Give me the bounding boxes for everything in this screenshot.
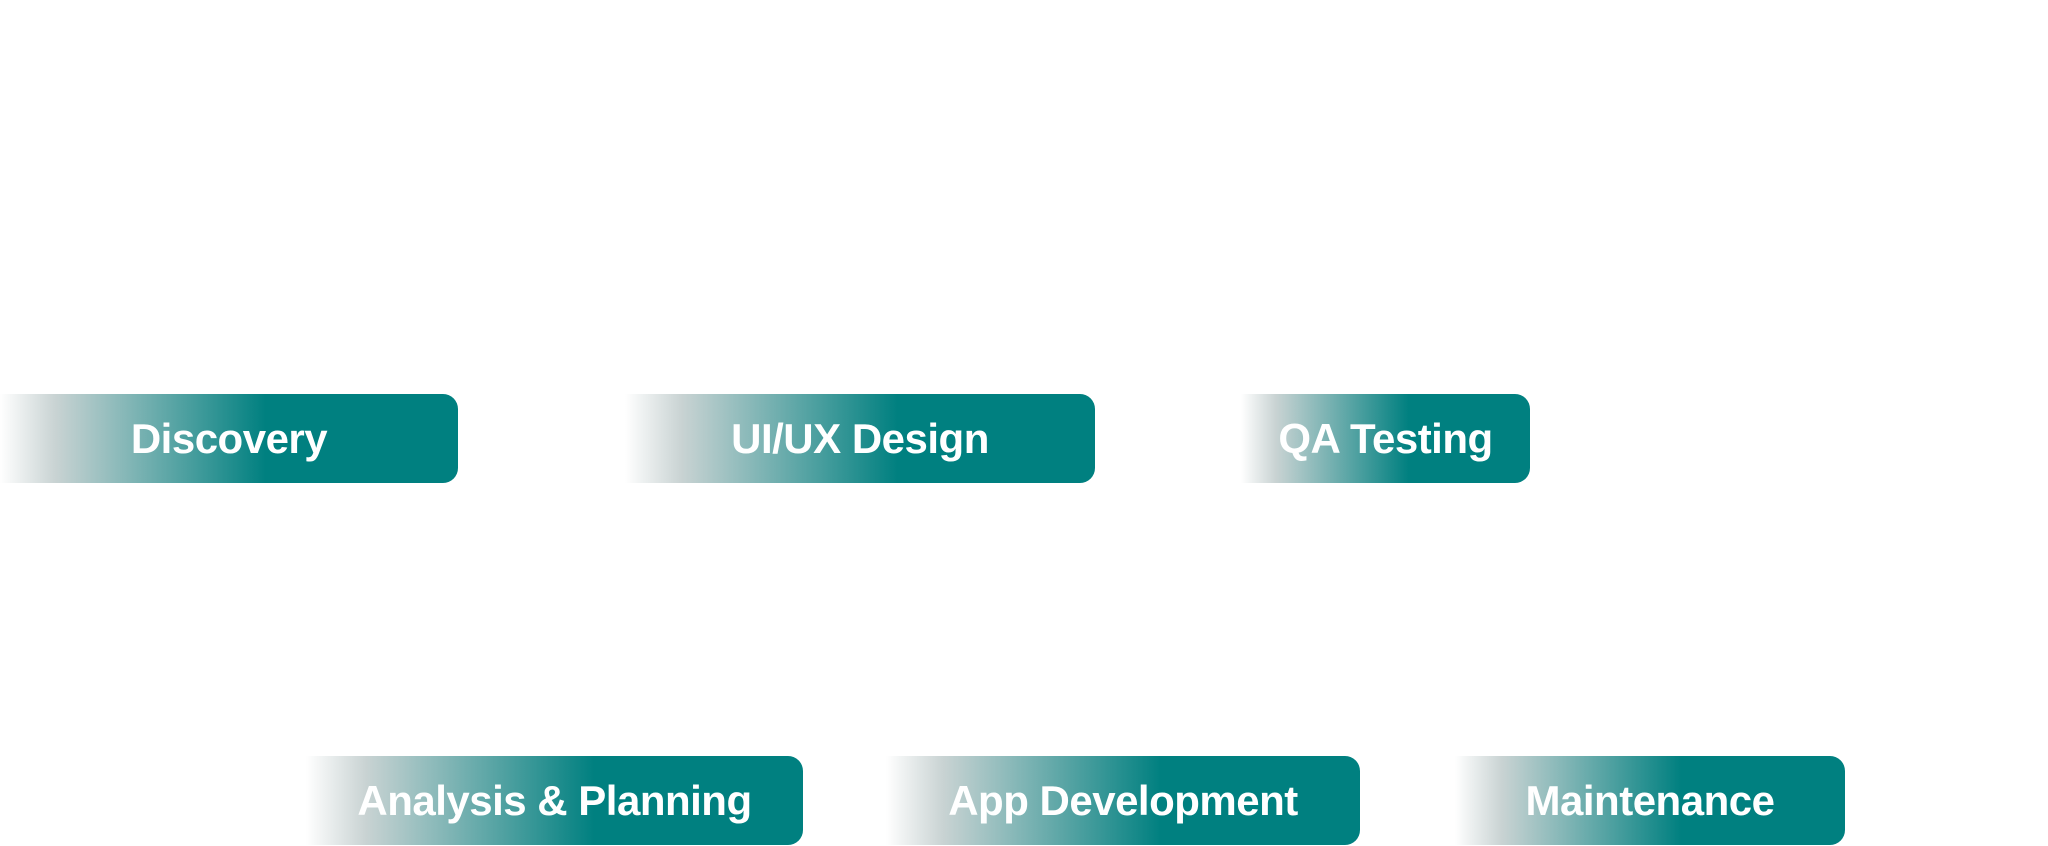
step-qa-testing: QA Testing <box>1241 394 1530 483</box>
step-maintenance: Maintenance <box>1455 756 1845 845</box>
step-app-development: App Development <box>886 756 1360 845</box>
step-app-development-label: App Development <box>948 776 1298 824</box>
step-discovery-label: Discovery <box>130 414 328 462</box>
step-ui-ux-design-label: UI/UX Design <box>731 414 989 462</box>
step-ui-ux-design: UI/UX Design <box>625 394 1095 483</box>
step-qa-testing-label: QA Testing <box>1278 414 1493 462</box>
step-discovery: Discovery <box>0 394 458 483</box>
step-analysis-planning-label: Analysis & Planning <box>357 776 752 824</box>
step-analysis-planning: Analysis & Planning <box>306 756 803 845</box>
step-maintenance-label: Maintenance <box>1525 776 1775 824</box>
